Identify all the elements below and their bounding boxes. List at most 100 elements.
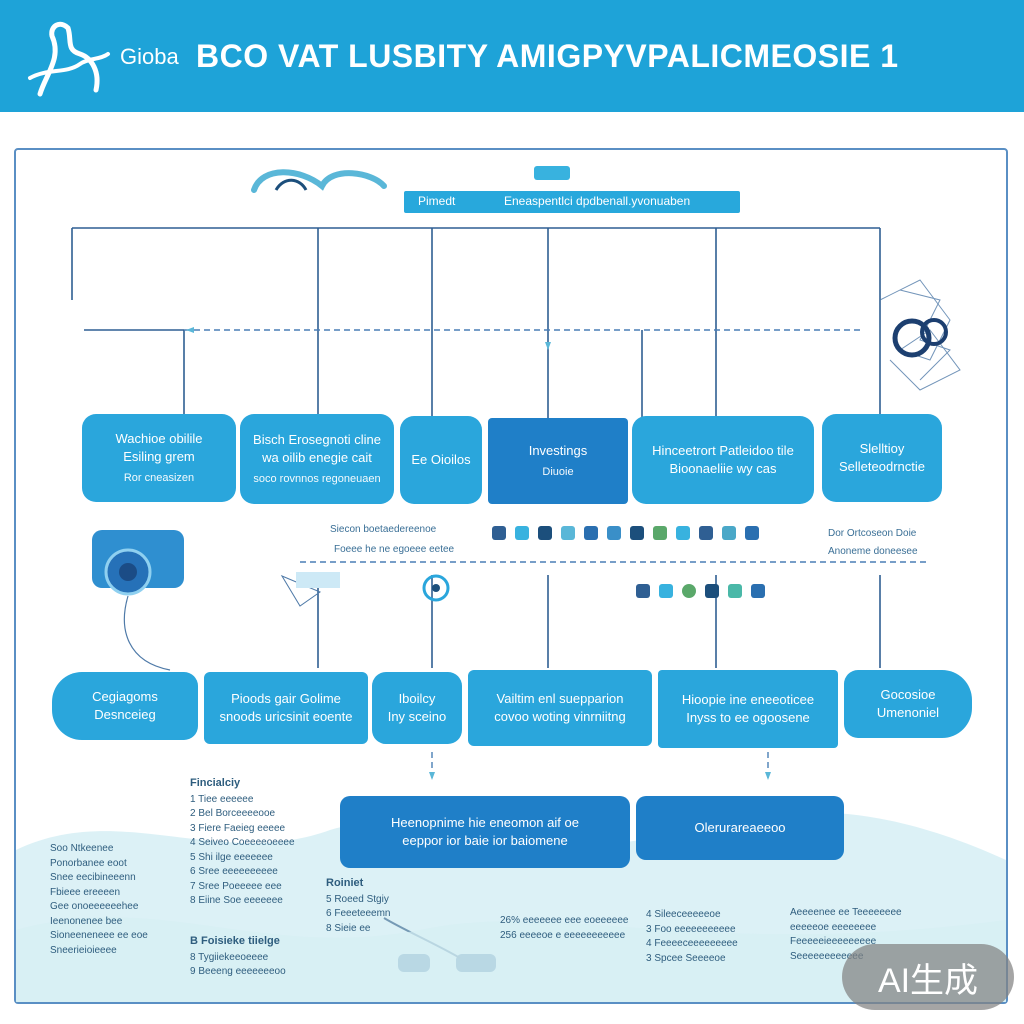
list-item: 3 Foo eeeeeeeeeee — [646, 923, 736, 935]
box-title: Wachioe obilile — [115, 431, 203, 447]
page-title: BCO VAT LUSBITY AMIGPYVPALICMEOSIE 1 — [196, 38, 899, 74]
box-line: snoods uricsinit eoente — [219, 709, 353, 724]
tile-icon — [745, 526, 759, 540]
list-item: 6 Feeeteeemn — [326, 908, 391, 919]
row1-box-6: Slelltioy Selleteodrnctie — [822, 414, 942, 502]
list-left: Soo Ntkeenee Ponorbanee eoot Snee eecibi… — [50, 842, 148, 958]
list-percent: 26% eeeeeee eee eoeeeeee 256 eeeeoe e ee… — [500, 914, 628, 943]
row1-box-5: Hinceetrort Patleidoo tile Bioonaeliie w… — [632, 416, 814, 504]
ai-generated-watermark: AI生成 — [842, 944, 1014, 1010]
list-item: Sneerieioieeee — [50, 944, 117, 956]
list-item: 5 Roeed Stgiy — [326, 893, 389, 905]
box-title: Bisch Erosegnoti cline — [253, 432, 381, 448]
box-line: Umenoniel — [876, 705, 940, 720]
list-item: 3 Fiere Faeieg eeeee — [190, 822, 286, 834]
banner-text: Eneaspentlci dpdbenall.yvonuaben — [504, 194, 691, 208]
wave-logo-icon — [28, 21, 110, 97]
box-title: Hinceetrort Patleidoo tile — [652, 443, 794, 459]
box-sub: Ror cneasizen — [123, 472, 195, 485]
row2-box-4: Vailtim enl suepparion covoo woting vinr… — [468, 670, 652, 746]
list-item: eeeeeoe eeeeeeee — [790, 921, 877, 933]
tile-icon — [538, 526, 552, 540]
box-title: Iboilcy — [398, 691, 436, 707]
tile-icon — [636, 584, 650, 598]
row2-box-6: Gocosioe Umenoniel — [844, 670, 972, 738]
box-title: Pioods gair Golime — [231, 691, 341, 707]
box-title: Hioopie ine eneeoticee — [681, 692, 815, 708]
box-title: Gocosioe — [880, 687, 936, 703]
list-item: 256 eeeeoe e eeeeeeeeeee — [500, 929, 626, 941]
list-item: 4 Sileeceeeeeoe — [646, 909, 721, 920]
list-title: Roiniet — [326, 877, 364, 889]
list-item: Seeeeeeeeeeee — [790, 950, 864, 962]
tile-icon — [682, 584, 696, 598]
tile-icon — [653, 526, 667, 540]
mid-caption-3: Dor Ortcoseon Doie — [828, 528, 917, 539]
box-line: Bioonaeliie wy cas — [669, 461, 777, 476]
row1-box-2: Bisch Erosegnoti cline wa oilib enegie c… — [240, 414, 394, 504]
box-line: Iny sceino — [387, 709, 447, 724]
list-item: 7 Sree Poeeeee eee — [190, 880, 282, 892]
row1-box-4: Investings Diuoie — [488, 418, 628, 504]
row2-box-3: Iboilcy Iny sceino — [372, 672, 462, 744]
tile-icon — [492, 526, 506, 540]
box-title: Olerurareaeeoo — [694, 820, 786, 836]
list-right-a: 4 Sileeceeeeeoe 3 Foo eeeeeeeeeee 4 Feee… — [646, 908, 738, 966]
list-item: 8 Sieie ee — [326, 922, 371, 934]
list-item: Snee eecibineeenn — [50, 872, 136, 883]
row3-box-1: Heenopnime hie eneomon aif oe eeppor ior… — [340, 796, 630, 868]
row1-box-1: Wachioe obilile Esiling grem Ror cneasiz… — [82, 414, 236, 502]
list-item: 5 Shi ilge eeeeeee — [190, 851, 273, 863]
tile-icon — [728, 584, 742, 598]
mid-caption-2: Foeee he ne egoeee eetee — [334, 544, 455, 555]
tile-icon — [705, 584, 719, 598]
list-item: 9 Beeeng eeeeeeeoo — [190, 966, 286, 977]
box-title: Investings — [528, 442, 588, 458]
list-item: Fbieee ereeeen — [50, 886, 121, 898]
list-bottom: B Foisieke tiielge 8 Tygiiekeeoeeee 9 Be… — [190, 934, 286, 980]
list-item: 4 Seiveo Coeeeeoeeee — [190, 837, 295, 848]
tile-icon — [630, 526, 644, 540]
list-item: Aeeeenee ee Teeeeeeee — [790, 907, 902, 918]
list-item: 1 Tiee eeeeee — [190, 793, 254, 805]
tile-icon — [584, 526, 598, 540]
list-item: Ponorbanee eoot — [50, 857, 127, 869]
tile-icon — [751, 584, 765, 598]
tile-icon — [722, 526, 736, 540]
box-title: Ee Oioilos — [411, 452, 471, 468]
box-line: Selleteodrnctie — [839, 459, 925, 474]
icon-row-bottom — [636, 584, 765, 598]
tile-icon — [659, 584, 673, 598]
banner-label: Pimedt — [418, 194, 456, 208]
list-item: Soo Ntkeenee — [50, 843, 114, 854]
list-steps: Roiniet 5 Roeed Stgiy 6 Feeeteeemn 8 Sie… — [326, 876, 391, 936]
row2-box-2: Pioods gair Golime snoods uricsinit eoen… — [204, 672, 368, 744]
tile-icon — [699, 526, 713, 540]
list-item: 4 Feeeeceeeeeeeee — [646, 938, 738, 949]
top-banner — [404, 191, 740, 213]
mid-caption-4: Anoneme doneesee — [828, 546, 918, 557]
list-item: Sioneeneneee ee eoe — [50, 930, 148, 941]
icon-row-top — [492, 526, 759, 540]
box-title: Slelltioy — [859, 441, 905, 457]
box-sub: Diuoie — [542, 466, 574, 479]
header-bar: Gioba BCO VAT LUSBITY AMIGPYVPALICMEOSIE… — [0, 0, 1024, 112]
box-line: Esiling grem — [123, 448, 195, 464]
list-item: 2 Bel Borceeeeooe — [190, 808, 276, 819]
tile-icon — [515, 526, 529, 540]
list-item: 3 Spcee Seeeeoe — [646, 952, 726, 964]
box-line: wa oilib enegie cait — [262, 449, 372, 465]
list-item: 8 Tygiiekeeoeeee — [190, 951, 269, 963]
list-title: Fincialciy — [190, 777, 241, 789]
list-item: 8 Eiine Soe eeeeeee — [190, 895, 283, 906]
list-item: Ieenonenee bee — [50, 915, 123, 927]
tile-icon — [561, 526, 575, 540]
tile-icon — [676, 526, 690, 540]
box-line: covoo woting vinrniitng — [494, 709, 626, 724]
row2-box-1: Cegiagoms Desnceieg — [52, 672, 198, 740]
list-right-b: Aeeeenee ee Teeeeeeee eeeeeoe eeeeeeee F… — [790, 906, 902, 964]
box-line: eeppor ior baie ior baiomene — [402, 833, 568, 848]
mid-caption-1: Siecon boetaedereenoe — [330, 524, 437, 535]
tile-icon — [607, 526, 621, 540]
